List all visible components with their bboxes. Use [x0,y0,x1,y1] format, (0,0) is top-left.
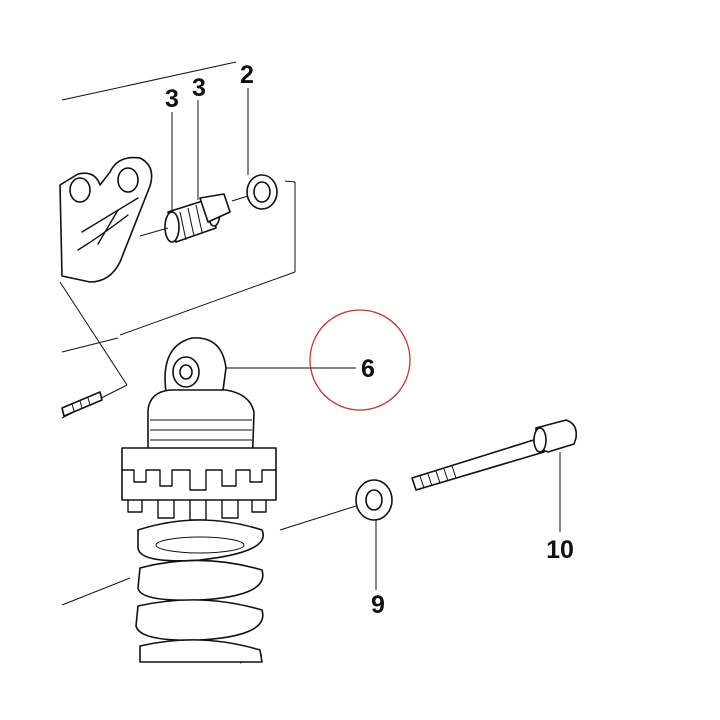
callout-6: 6 [361,355,375,383]
bolt-part-10 [411,419,578,491]
linkage-arm [59,156,153,283]
highlight-circle [309,309,411,411]
bushing-part-3 [139,193,231,243]
washer-part-2 [231,174,278,210]
callout-10: 10 [546,536,574,564]
leader-lines [171,88,561,590]
shock-absorber-part-6 [121,337,277,663]
washer-part-9 [279,479,393,531]
callout-3-right: 3 [192,74,206,102]
callout-2: 2 [240,61,254,89]
callout-9: 9 [371,591,385,619]
callout-3-left: 3 [165,85,179,113]
threaded-stud [61,391,103,417]
